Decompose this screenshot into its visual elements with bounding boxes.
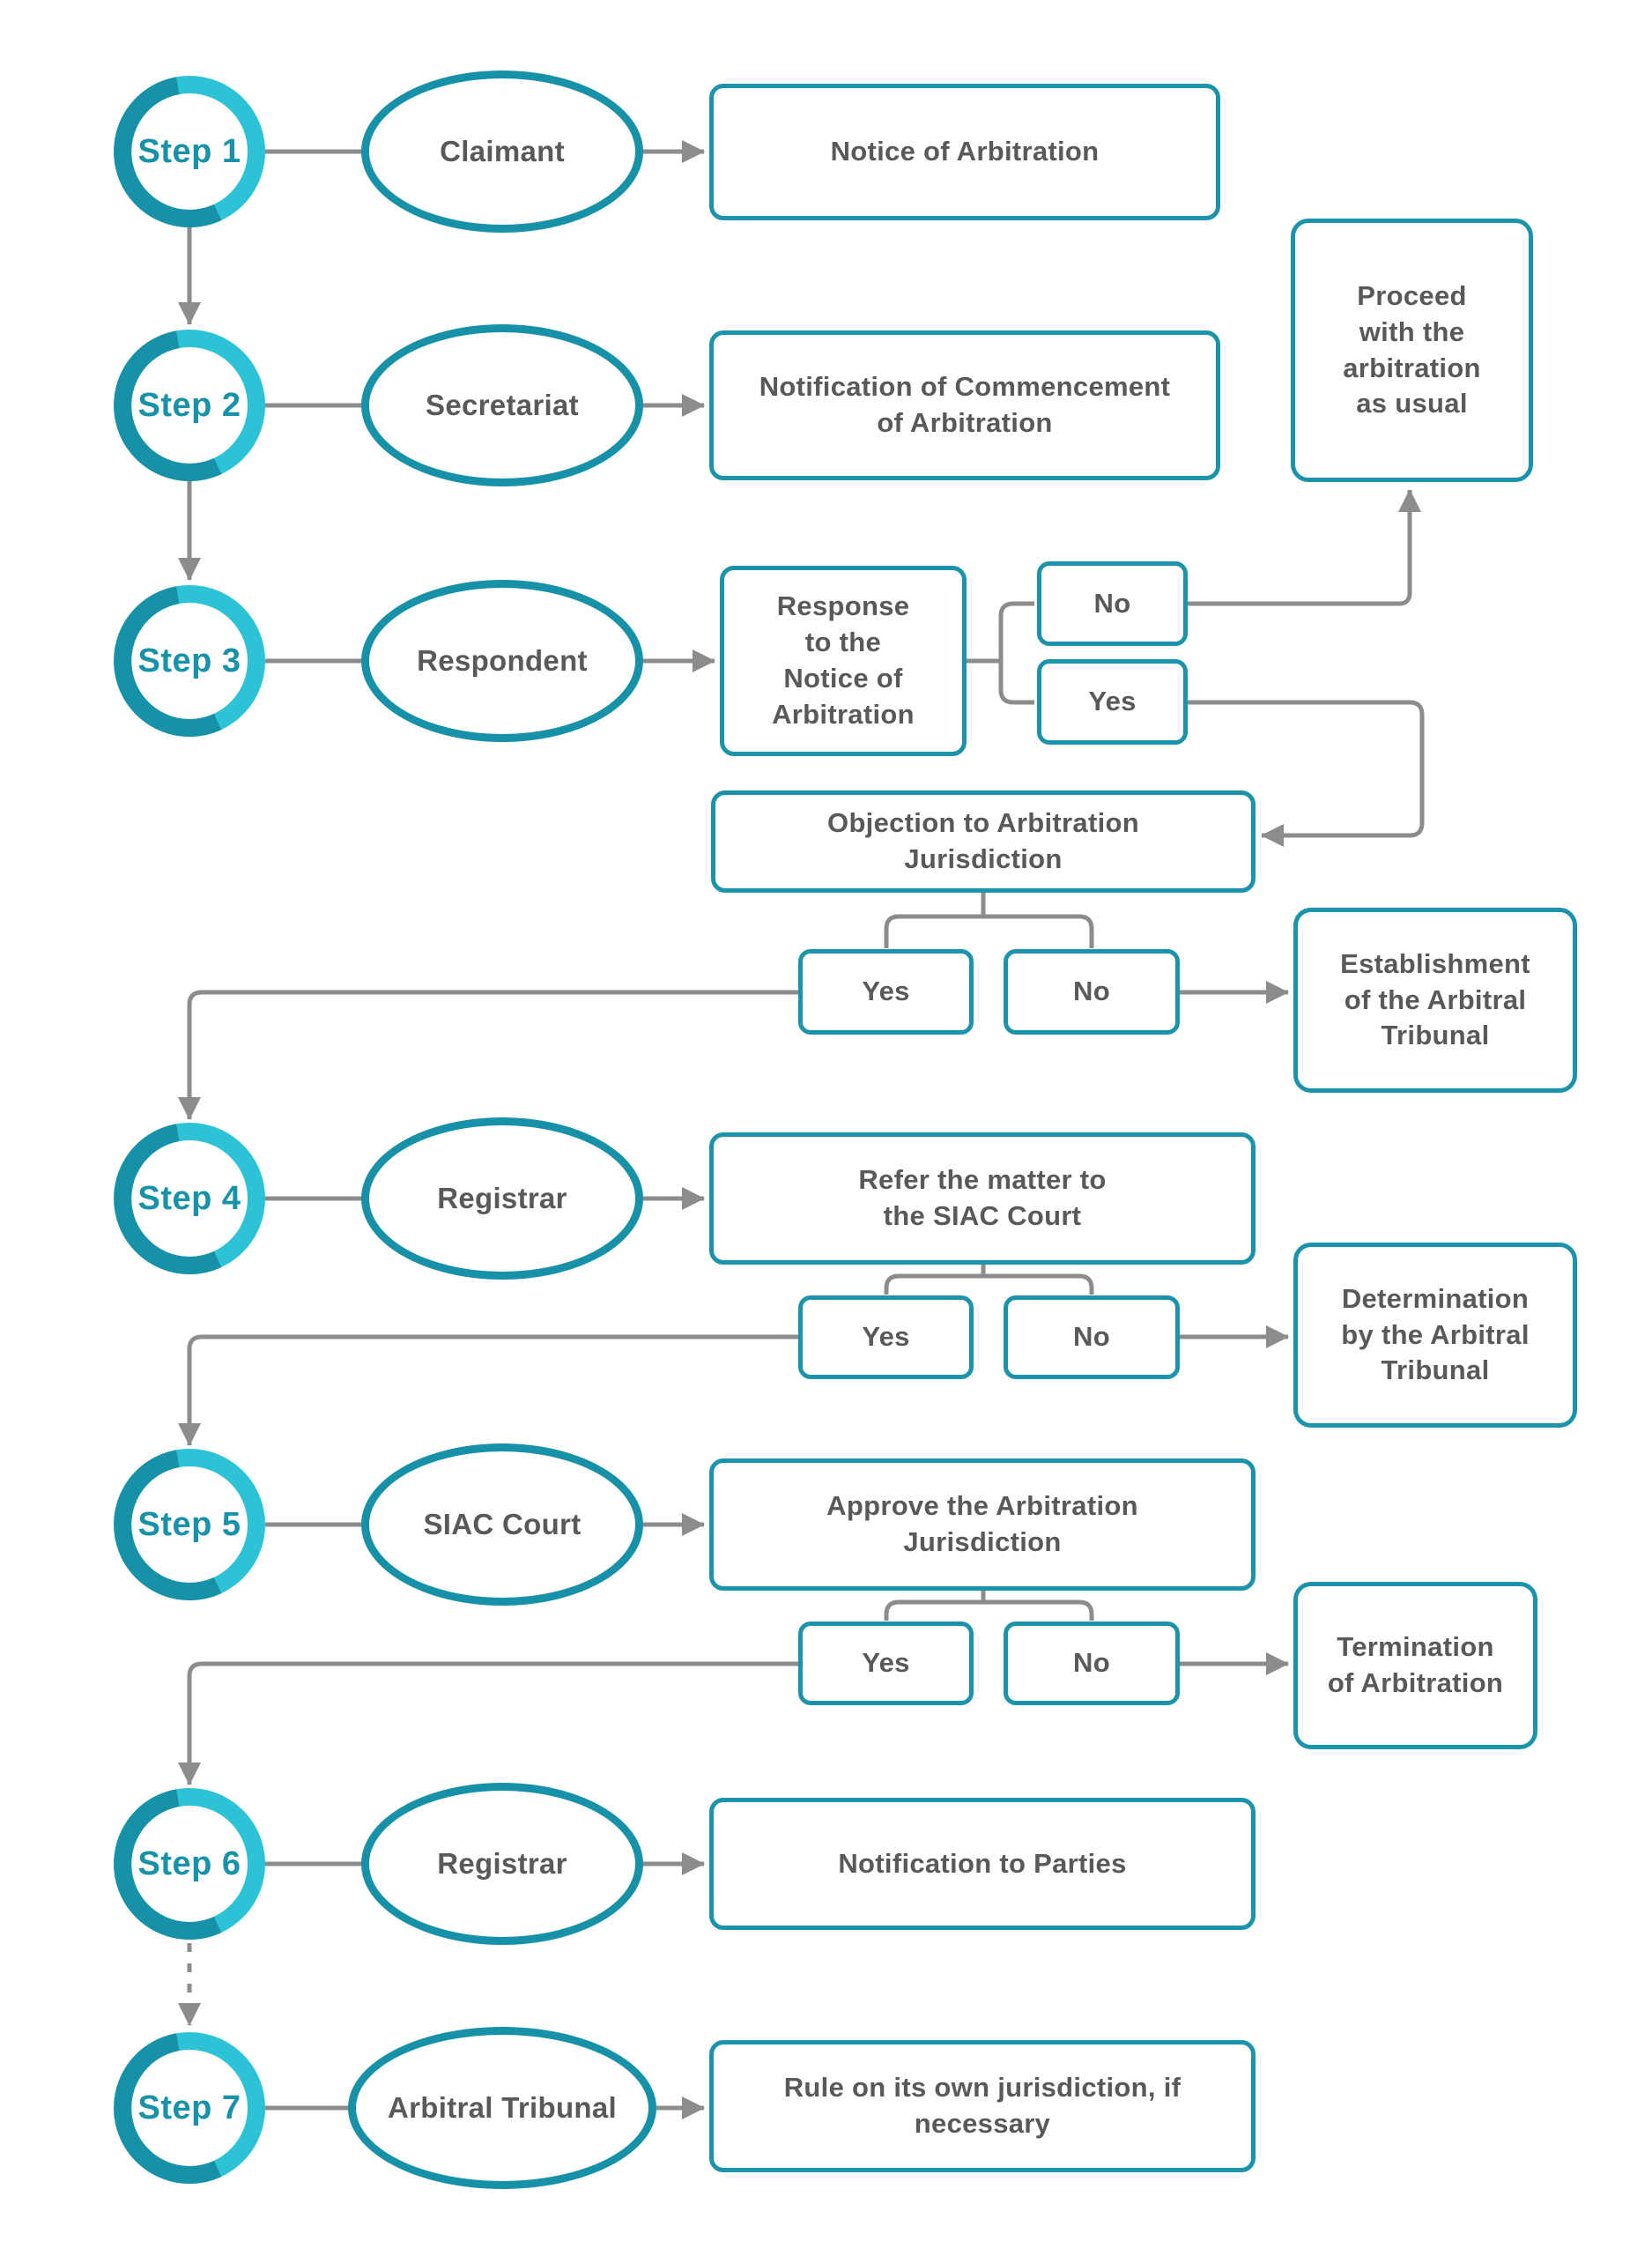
bracket-refer-yes [884,1273,983,1295]
bracket-approve-no [983,1599,1094,1621]
box-text: Rule on its own jurisdiction, if necessa… [783,2072,1182,2139]
decision-label: No [1073,1321,1110,1353]
decision-refer-no: No [1004,1295,1180,1379]
step-6-ring [114,1788,265,1940]
box-response-to-notice: Response to the Notice of Arbitration [720,566,967,756]
arrow-referyes-step5 [178,1334,798,1446]
outcome-text: Establishment of the Arbitral Tribunal [1340,947,1530,1051]
decision-label: Yes [1088,686,1137,717]
step-2-ring [114,330,265,481]
bracket-response-no [998,601,1034,661]
actor-respondent: Respondent [361,580,643,742]
actor-label: Registrar [437,1847,567,1880]
box-text: Notice of Arbitration [830,136,1100,167]
decision-objection-no: No [1004,949,1180,1035]
step-3-label: Step 3 [137,642,241,679]
actor-arbitral-tribunal: Arbitral Tribunal [348,2027,656,2189]
decision-label: No [1073,976,1110,1007]
actor-registrar-step6: Registrar [361,1783,643,1945]
box-text: Approve the Arbitration Jurisdiction [826,1490,1138,1557]
box-approve-jurisdiction: Approve the Arbitration Jurisdiction [709,1458,1256,1591]
step-6-label: Step 6 [137,1844,241,1882]
arrow-approveyes-step6 [178,1661,798,1785]
box-refer-to-siac-court: Refer the matter to the SIAC Court [709,1132,1256,1265]
decision-label: Yes [862,976,910,1007]
step-1-label: Step 1 [137,132,241,170]
decision-label: No [1093,587,1131,619]
step-2-label: Step 2 [137,386,241,424]
arrow-objectionyes-step4 [178,990,798,1120]
actor-label: Arbitral Tribunal [388,2091,617,2124]
bracket-approve-yes [884,1599,983,1621]
outcome-text: Determination by the Arbitral Tribunal [1341,1282,1530,1386]
box-text: Notification of Commencement of Arbitrat… [759,371,1171,438]
actor-siac-court: SIAC Court [361,1443,643,1606]
box-notification-to-parties: Notification to Parties [709,1798,1256,1930]
box-objection-jurisdiction: Objection to Arbitration Jurisdiction [711,790,1256,893]
decision-label: Yes [862,1647,910,1679]
step-rings [114,76,265,2184]
decision-approve-no: No [1004,1622,1180,1705]
outcome-text: Termination of Arbitration [1327,1631,1504,1698]
arrow-yes-objection [1188,700,1425,847]
outcome-termination-arbitration: Termination of Arbitration [1293,1582,1537,1749]
step-7-ring [114,2032,265,2184]
actor-label: Secretariat [426,389,579,421]
decision-label: No [1073,1647,1110,1679]
actor-label: Claimant [440,135,565,167]
decision-response-yes: Yes [1037,659,1188,745]
box-text: Notification to Parties [838,1847,1127,1879]
outcome-proceed-as-usual: Proceed with the arbitration as usual [1291,219,1533,482]
decision-objection-yes: Yes [798,949,974,1035]
decision-refer-yes: Yes [798,1295,974,1379]
bracket-response-yes [998,661,1034,705]
step-5-label: Step 5 [137,1505,241,1543]
box-text: Objection to Arbitration Jurisdiction [827,807,1139,874]
step-4-label: Step 4 [137,1179,241,1217]
actor-label: Respondent [417,644,588,677]
actor-secretariat: Secretariat [361,324,643,486]
step-3-ring [114,585,265,737]
step-5-ring [114,1449,265,1600]
decision-label: Yes [862,1321,910,1353]
bracket-refer-no [983,1273,1094,1295]
connectors [178,140,1425,2119]
outcome-determination-tribunal: Determination by the Arbitral Tribunal [1293,1243,1577,1428]
step-1-ring [114,76,265,227]
decision-response-no: No [1037,561,1188,646]
actor-label: SIAC Court [423,1508,582,1540]
step-4-ring [114,1123,265,1274]
box-text: Refer the matter to the SIAC Court [858,1164,1107,1231]
box-notification-commencement: Notification of Commencement of Arbitrat… [709,330,1220,480]
bracket-objection-no [983,914,1094,948]
actor-label: Registrar [437,1182,567,1214]
outcome-establishment-tribunal: Establishment of the Arbitral Tribunal [1293,908,1577,1093]
box-rule-own-jurisdiction: Rule on its own jurisdiction, if necessa… [709,2040,1256,2172]
step-7-label: Step 7 [137,2089,241,2126]
decision-approve-yes: Yes [798,1622,974,1705]
arrow-no-proceed [1188,489,1421,606]
actor-registrar-step4: Registrar [361,1117,643,1280]
box-notice-of-arbitration: Notice of Arbitration [709,84,1220,220]
bracket-objection-yes [884,914,983,948]
actor-claimant: Claimant [361,70,643,233]
outcome-text: Proceed with the arbitration as usual [1343,279,1481,419]
box-text: Response to the Notice of Arbitration [772,590,915,730]
